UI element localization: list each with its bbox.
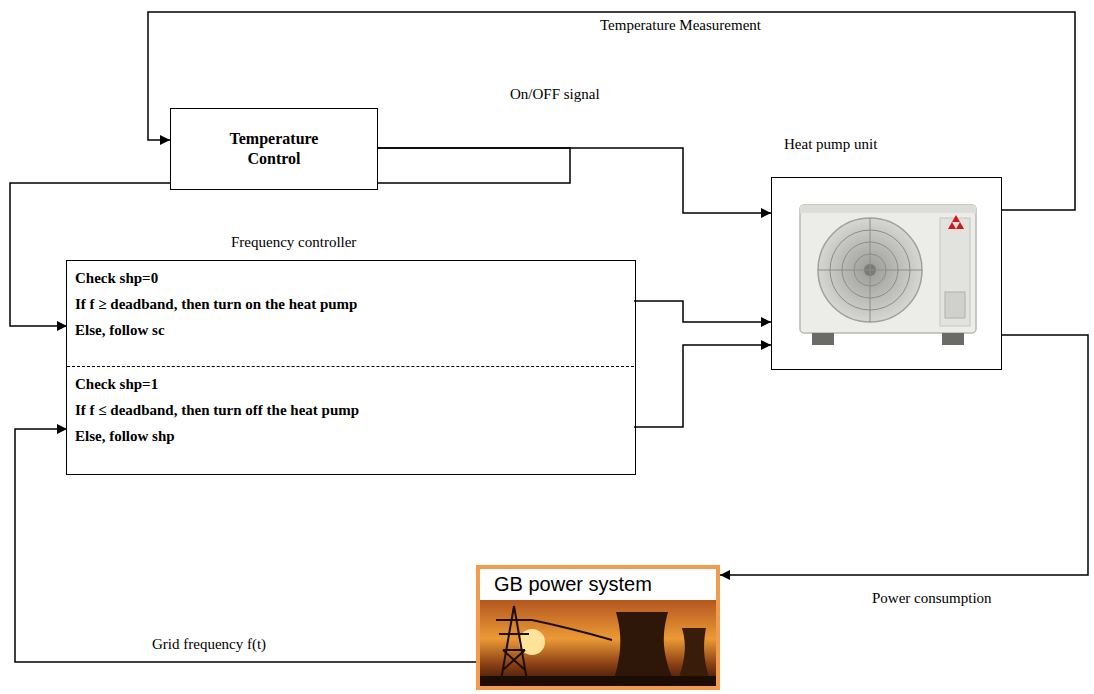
box-text: Else, follow sc xyxy=(75,317,626,343)
signal-label: Power consumption xyxy=(870,590,994,607)
signal-arrow xyxy=(634,301,771,322)
signal-label: Grid frequency f(t) xyxy=(150,636,268,653)
box-text: Check shp=1 xyxy=(75,371,626,397)
box-heading: Heat pump unit xyxy=(784,136,877,153)
box-text: If f ≤ deadband, then turn off the heat … xyxy=(75,397,626,423)
signal-label: Temperature Measurement xyxy=(598,17,763,34)
heat-pump-picture xyxy=(800,205,976,345)
unit-box: Heat pump unit xyxy=(771,177,1002,370)
signal-arrow xyxy=(720,335,1088,575)
box-text: Temperature Control xyxy=(218,129,330,169)
signal-arrow xyxy=(378,148,771,213)
signal-label: On/OFF signal xyxy=(508,86,602,103)
box-text: GB power system xyxy=(494,573,652,596)
signal-arrow xyxy=(634,345,771,427)
power-station-picture xyxy=(480,600,716,686)
controller-box: Frequency controllerCheck shp=0If f ≥ de… xyxy=(66,260,636,475)
signal-arrow xyxy=(15,429,476,662)
box-text: Else, follow shp xyxy=(75,423,626,449)
box-heading: Frequency controller xyxy=(231,234,356,251)
rule-section: Check shp=0If f ≥ deadband, then turn on… xyxy=(67,261,634,367)
process-box: Temperature Control xyxy=(170,108,378,190)
box-text: Check shp=0 xyxy=(75,265,626,291)
rule-section: Check shp=1If f ≤ deadband, then turn of… xyxy=(67,367,634,473)
grid-box: GB power system xyxy=(476,565,720,690)
box-text: If f ≥ deadband, then turn on the heat p… xyxy=(75,291,626,317)
signal-arrow xyxy=(148,12,1075,210)
